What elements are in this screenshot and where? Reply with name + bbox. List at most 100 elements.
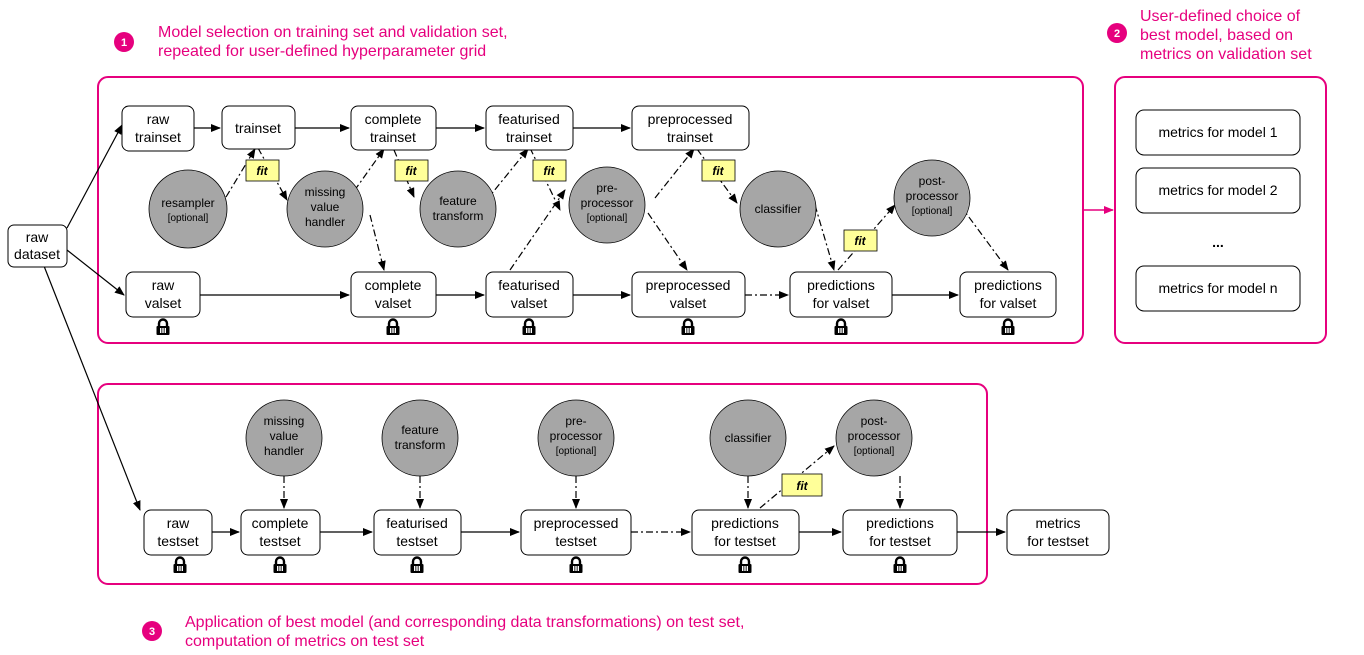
operator-preprocessor-bottom: pre- processor [optional] [537,399,615,477]
resampler-label: resampler [161,196,214,210]
node-predictions-valset-1: predictions for valset [789,271,893,318]
step-3-badge [142,621,162,641]
fit-label-1: fit [245,159,280,182]
pp-top-line-2: processor [581,196,634,210]
pp-top-optional: [optional] [587,213,628,224]
svg-text:complete: complete [365,277,422,293]
post-bottom-line-2: processor [848,429,901,443]
svg-text:valset: valset [145,295,182,311]
post-top-line-1: post- [919,174,946,188]
svg-text:trainset: trainset [370,129,416,145]
lock-icon [172,556,188,574]
operator-feature-transform-bottom: feature transform [381,399,459,477]
node-predictions-testset-2: predictions for testset [842,509,958,556]
svg-text:trainset: trainset [506,129,552,145]
node-raw-valset: raw valset [125,271,201,318]
svg-text:preprocessed: preprocessed [648,111,733,127]
operator-missing-value-handler-top: missing value handler [286,170,364,248]
ft-top-line-1: feature [439,194,477,208]
step-3-label: 3 Application of best model (and corresp… [142,614,744,650]
lock-icon [892,556,908,574]
svg-text:predictions: predictions [866,515,934,531]
svg-text:predictions: predictions [807,277,875,293]
node-preprocessed-testset: preprocessed testset [520,509,632,556]
svg-text:raw: raw [26,229,49,245]
operator-missing-value-handler-bottom: missing value handler [245,399,323,477]
node-preprocessed-valset: preprocessed valset [631,271,746,318]
svg-text:trainset: trainset [135,129,181,145]
mvh-top-line-3: handler [305,215,345,229]
pp-bottom-optional: [optional] [556,446,597,457]
lock-icon [680,318,696,336]
pp-bottom-line-2: processor [550,429,603,443]
node-complete-testset: complete testset [240,509,321,556]
post-top-line-2: processor [906,189,959,203]
mvh-top-line-2: value [311,200,340,214]
svg-text:for testset: for testset [1027,533,1089,549]
svg-text:valset: valset [670,295,707,311]
operator-preprocessor-top: pre- processor [optional] [568,166,646,244]
resampler-optional: [optional] [168,213,209,224]
fit-label-4: fit [701,159,736,182]
post-bottom-optional: [optional] [854,446,895,457]
svg-text:complete: complete [252,515,309,531]
metrics-model-2: metrics for model 2 [1135,167,1301,214]
svg-text:preprocessed: preprocessed [534,515,619,531]
node-predictions-valset-2: predictions for valset [959,271,1057,318]
node-featurised-trainset: featurised trainset [485,105,574,151]
node-complete-valset: complete valset [350,271,437,318]
svg-text:for valset: for valset [813,295,870,311]
svg-text:trainset: trainset [667,129,713,145]
mvh-top-line-1: missing [305,185,346,199]
operator-classifier-top: classifier [739,170,817,248]
svg-text:metrics for model 2: metrics for model 2 [1158,182,1277,198]
model-choice-panel [1114,76,1327,344]
step-3-line-2: computation of metrics on test set [185,633,425,650]
svg-text:testset: testset [157,533,198,549]
pp-bottom-line-1: pre- [565,414,586,428]
step-1-line-1: Model selection on training set and vali… [158,24,508,41]
step-1-badge-number: 1 [121,37,127,49]
node-predictions-testset-1: predictions for testset [691,509,800,556]
svg-text:valset: valset [511,295,548,311]
node-raw-dataset: raw dataset [7,224,68,268]
svg-text:fit: fit [405,164,417,178]
operator-postprocessor-top: post- processor [optional] [893,159,971,237]
fit-label-3: fit [532,159,567,182]
node-metrics-testset: metrics for testset [1006,509,1110,556]
step-2-line-2: best model, based on [1140,27,1293,44]
operator-classifier-bottom: classifier [709,399,787,477]
test-application-panel [97,383,988,585]
classifier-bottom-label: classifier [725,431,772,445]
svg-text:for testset: for testset [869,533,931,549]
operator-feature-transform-top: feature transform [419,170,497,248]
svg-text:metrics for model n: metrics for model n [1158,280,1277,296]
node-preprocessed-trainset: preprocessed trainset [631,105,750,151]
edges-solid [43,124,1006,536]
svg-text:dataset: dataset [14,246,60,262]
svg-text:featurised: featurised [386,515,447,531]
svg-text:valset: valset [375,295,412,311]
lock-icon [568,556,584,574]
mvh-bottom-line-1: missing [264,414,305,428]
svg-text:predictions: predictions [974,277,1042,293]
mvh-bottom-line-2: value [270,429,299,443]
svg-text:fit: fit [256,164,268,178]
node-raw-trainset: raw trainset [121,105,195,152]
step-2-label: 2 User-defined choice of best model, bas… [1107,8,1312,63]
lock-icon [272,556,288,574]
metrics-model-1: metrics for model 1 [1135,109,1301,156]
svg-text:complete: complete [365,111,422,127]
node-complete-trainset: complete trainset [350,105,437,151]
step-2-badge-number: 2 [1114,28,1120,40]
pp-top-line-1: pre- [596,181,617,195]
svg-text:raw: raw [147,111,170,127]
svg-text:predictions: predictions [711,515,779,531]
step-3-badge-number: 3 [149,626,155,638]
operator-postprocessor-bottom: post- processor [optional] [835,399,913,477]
fit-label-2: fit [394,159,429,182]
lock-icon [385,318,401,336]
fit-label-5: fit [843,229,878,252]
svg-text:testset: testset [396,533,437,549]
step-3-line-1: Application of best model (and correspon… [185,614,744,631]
